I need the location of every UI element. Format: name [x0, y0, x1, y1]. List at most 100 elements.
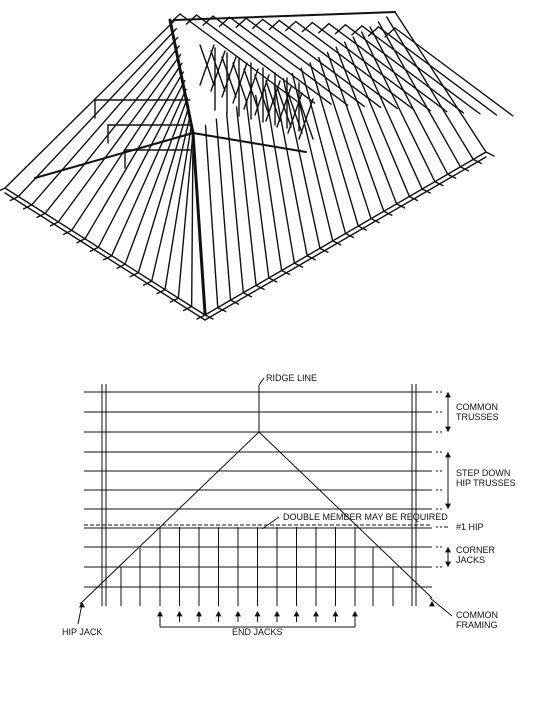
- end-jack-arrowhead: [313, 611, 319, 617]
- rafter: [4, 19, 176, 189]
- rafter: [326, 51, 385, 212]
- common-truss-rafter: [328, 22, 448, 113]
- end-jack-arrowhead: [157, 611, 163, 617]
- end-jacks-label: END JACKS: [232, 627, 283, 637]
- common-truss-rafter: [361, 25, 481, 115]
- hip-rafter: [191, 131, 207, 315]
- end-jack-arrowhead: [352, 611, 358, 617]
- rafter: [57, 53, 182, 223]
- common-truss-rafter: [344, 24, 465, 114]
- rafter: [309, 62, 359, 227]
- bracket-arrowhead: [445, 561, 451, 567]
- end-jack-arrowhead: [274, 611, 280, 617]
- hip-rafter: [192, 132, 307, 153]
- rafter: [124, 97, 189, 265]
- rafter: [70, 62, 183, 232]
- rafter: [164, 123, 193, 291]
- ridge-leader-line: [258, 377, 265, 386]
- end-jack-arrowhead: [235, 611, 241, 617]
- common-truss-rafter: [245, 17, 365, 108]
- rafter: [30, 36, 179, 206]
- rafter: [110, 88, 187, 257]
- common-truss-rafter: [334, 24, 347, 35]
- rafter-tail: [485, 151, 495, 157]
- hip-line-right: [258, 431, 433, 599]
- common-truss-rafter: [318, 22, 330, 34]
- common-truss-rafter: [212, 15, 332, 105]
- end-jack-arrowhead: [196, 611, 202, 617]
- bracket-arrowhead: [445, 503, 451, 509]
- rafter: [177, 131, 194, 299]
- common-truss-rafter: [278, 19, 398, 110]
- end-jack-arrowhead: [254, 611, 261, 617]
- rafter: [282, 78, 321, 250]
- rafter: [343, 41, 411, 198]
- rafter: [255, 94, 283, 272]
- bracket-arrowhead: [445, 452, 451, 458]
- ridge-board: [174, 11, 396, 21]
- common-truss-rafter: [384, 27, 396, 38]
- rafter: [84, 71, 184, 240]
- common-truss-rafter: [301, 21, 314, 33]
- step-down-label: STEP DOWN: [456, 468, 510, 478]
- hip-framing-plan-diagram: RIDGE LINE COMMON TRUSSES STEP DOWN HIP …: [62, 373, 516, 637]
- rafter: [369, 26, 449, 175]
- rafter: [394, 11, 487, 153]
- ridge-line-label: RIDGE LINE: [266, 373, 317, 383]
- corner-jacks-label-2: JACKS: [456, 555, 485, 565]
- hip-rafter: [34, 132, 194, 179]
- double-member-leader: [261, 516, 280, 530]
- common-truss-rafter: [394, 27, 514, 117]
- common-truss-rafter: [251, 18, 264, 30]
- common-framing-arrowhead: [429, 601, 435, 607]
- common-framing-label: COMMON: [456, 610, 498, 620]
- rafter: [17, 27, 178, 198]
- bracket-arrowhead: [445, 392, 451, 398]
- common-truss-rafter: [295, 20, 415, 111]
- ridge-post: [168, 18, 195, 135]
- rafter: [97, 79, 186, 248]
- bracket-arrowhead: [445, 547, 451, 553]
- hip-jack-label: HIP JACK: [62, 627, 102, 637]
- common-truss-rafter: [235, 17, 247, 29]
- rafter: [204, 124, 219, 309]
- rafter: [318, 56, 372, 220]
- rafter: [225, 112, 245, 294]
- rafter-tail: [0, 187, 6, 192]
- common-truss-rafter: [377, 26, 498, 116]
- common-truss-rafter: [202, 15, 214, 26]
- end-jack-arrowhead: [332, 611, 339, 617]
- common-truss-rafter: [311, 21, 432, 112]
- common-trusses-label-2: TRUSSES: [456, 412, 499, 422]
- common-framing-leader: [429, 597, 453, 617]
- hip-1-label: #1 HIP: [456, 522, 484, 532]
- common-trusses-label: COMMON: [456, 402, 498, 412]
- rafter: [190, 132, 194, 308]
- corner-jacks-label: CORNER: [456, 545, 496, 555]
- rafter: [150, 114, 191, 282]
- bracket-arrowhead: [445, 426, 451, 432]
- rafter: [377, 21, 462, 168]
- rafter: [300, 67, 347, 235]
- hip-jack-arrowhead: [79, 602, 85, 608]
- common-truss-rafter: [261, 18, 382, 109]
- end-jack-arrowhead: [293, 611, 300, 617]
- eave-fascia: [204, 151, 487, 316]
- rafter: [44, 45, 180, 215]
- rafter: [273, 83, 308, 257]
- common-framing-label-2: FRAMING: [456, 620, 498, 630]
- rafter: [235, 106, 257, 287]
- rafter: [245, 100, 270, 279]
- rafter: [215, 118, 232, 301]
- eave-fascia: [4, 192, 206, 321]
- common-truss-rafter: [268, 19, 280, 31]
- hip-line-left: [79, 431, 260, 605]
- hip-trusses-label: HIP TRUSSES: [456, 478, 516, 488]
- roof-framing-isometric: [0, 11, 514, 321]
- common-truss-rafter: [228, 16, 349, 106]
- rafter: [137, 105, 190, 274]
- end-jack-arrowhead: [215, 611, 222, 617]
- common-truss-rafter: [285, 20, 297, 32]
- eave-fascia: [204, 156, 487, 321]
- truss-web: [298, 98, 314, 140]
